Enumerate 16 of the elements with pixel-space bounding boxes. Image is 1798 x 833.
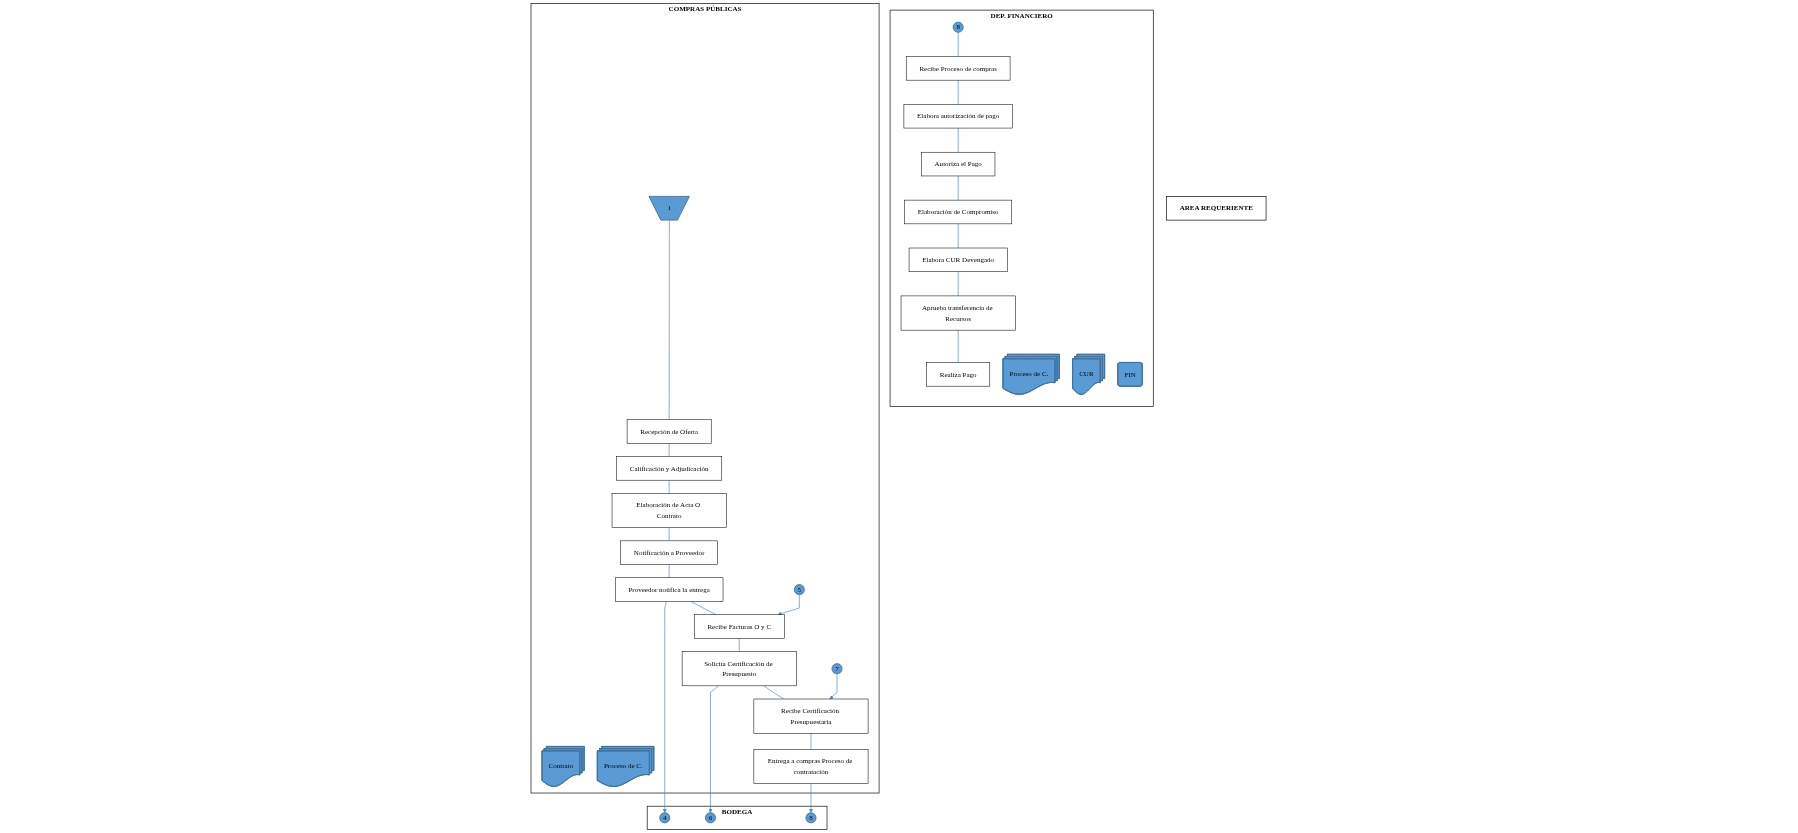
connector [958,79,959,105]
connector [958,31,959,57]
connector [958,223,959,249]
connector [669,442,670,457]
connector [669,564,670,579]
connector [763,685,785,700]
connector [691,601,717,615]
connector [958,175,959,201]
connector [669,527,670,542]
connector [669,220,671,420]
connector [958,127,959,153]
connector [958,329,959,363]
connector [669,479,670,494]
connector [958,271,959,297]
connector [811,732,812,750]
connector [739,638,741,652]
